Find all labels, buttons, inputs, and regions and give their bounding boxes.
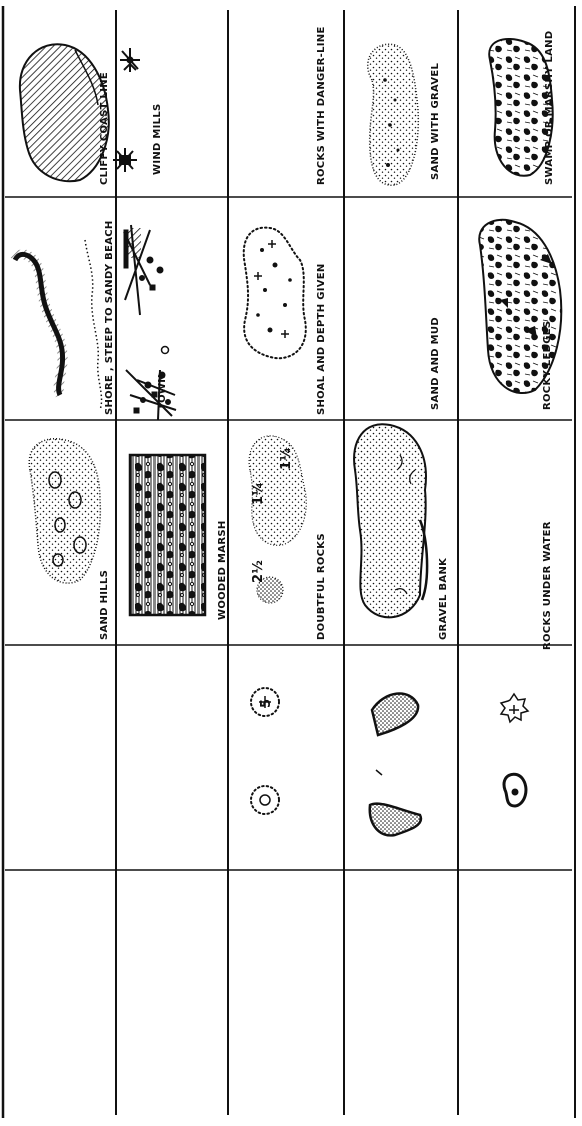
sand-mud-icon xyxy=(354,424,427,617)
cell-rocks-danger-line xyxy=(244,228,306,359)
cell-wooded-marsh xyxy=(130,455,205,615)
town-icon xyxy=(124,225,176,420)
label-shoal-depth: SHOAL AND DEPTH GIVEN xyxy=(316,263,327,415)
label-sand-gravel: SAND WITH GRAVEL xyxy=(430,62,441,180)
rocks-under-water-icon xyxy=(501,694,528,806)
cell-gravel-bank xyxy=(370,694,421,836)
wooded-marsh-icon xyxy=(130,455,205,615)
sand-gravel-icon xyxy=(368,44,419,185)
label-rocky-ledges: ROCKY LEDGES xyxy=(542,321,553,410)
cell-rocks-under-water xyxy=(501,694,528,806)
depth-label-0: 1¼ xyxy=(251,482,266,505)
label-sand-hills: SAND HILLS xyxy=(99,570,110,640)
sand-hills-icon xyxy=(29,439,100,583)
label-wooded-marsh: WOODED MARSH xyxy=(217,520,228,620)
label-cliff-coast: CLIFFY COAST LINE xyxy=(99,72,110,185)
label-gravel-bank: GRAVEL BANK xyxy=(438,557,449,640)
cell-sand-gravel xyxy=(368,44,419,185)
rocks-danger-line-icon xyxy=(244,228,306,359)
cell-sand-hills xyxy=(29,439,100,583)
cell-cliff-coast xyxy=(20,44,109,181)
doubtful-depth-label: 5 xyxy=(259,699,274,708)
label-shore-beach: SHORE , STEEP TO SANDY BEACH xyxy=(104,220,115,415)
shore-beach-icon xyxy=(15,240,102,410)
label-rocks-danger-line: ROCKS WITH DANGER-LINE xyxy=(316,26,327,185)
gravel-bank-icon xyxy=(370,694,421,836)
label-sand-mud: SAND AND MUD xyxy=(430,317,441,410)
cell-wind-mills xyxy=(113,48,140,172)
label-rocks-under-water: ROCKS UNDER WATER xyxy=(542,521,553,650)
label-wind-mills: WIND MILLS xyxy=(152,103,163,175)
label-town: TOWN xyxy=(157,374,168,410)
cell-town xyxy=(124,225,176,420)
cliff-coast-icon xyxy=(20,44,109,181)
label-doubtful-rocks: DOUBTFUL ROCKS xyxy=(316,533,327,640)
windmill-icon xyxy=(113,48,140,172)
cell-shore-beach xyxy=(15,240,102,410)
label-swamp: SWAMP OR MARSHY LAND xyxy=(544,31,555,185)
depth-label-1: 1¼ xyxy=(279,447,294,470)
depth-label-2: 2½ xyxy=(251,560,266,583)
cell-sand-mud xyxy=(354,424,427,617)
